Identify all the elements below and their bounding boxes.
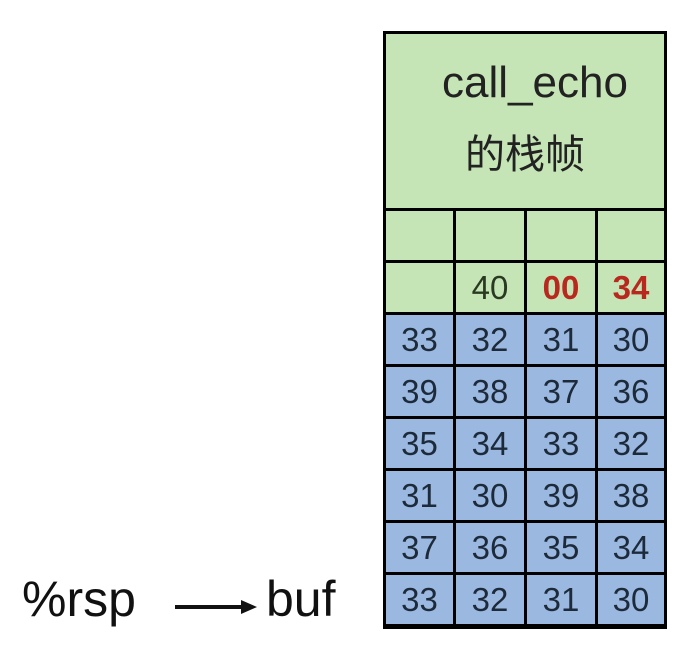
byte-cell: 34 (598, 523, 664, 572)
byte-cell: 37 (527, 367, 595, 416)
byte-cell: 39 (386, 367, 453, 416)
byte-cell: 39 (527, 471, 595, 520)
byte-cell: 32 (456, 315, 524, 364)
call-echo-frame: call_echo 的栈帧 (386, 34, 664, 208)
byte-cell: 30 (456, 471, 524, 520)
byte-cell: 34 (598, 263, 664, 312)
byte-cell (598, 211, 664, 260)
arrow-icon (175, 600, 257, 614)
byte-cell (456, 211, 524, 260)
byte-cell: 31 (386, 471, 453, 520)
buf-label: buf (266, 571, 336, 627)
byte-cell: 32 (456, 575, 524, 624)
byte-cell: 35 (386, 419, 453, 468)
byte-cell: 33 (527, 419, 595, 468)
byte-cell: 33 (386, 315, 453, 364)
byte-cell (386, 263, 453, 312)
byte-cell: 40 (456, 263, 524, 312)
frame-subtitle: 的栈帧 (465, 132, 585, 178)
byte-cell: 30 (598, 575, 664, 624)
byte-cell: 37 (386, 523, 453, 572)
byte-cell: 34 (456, 419, 524, 468)
byte-cell: 00 (527, 263, 595, 312)
byte-cell: 32 (598, 419, 664, 468)
byte-cell: 36 (598, 367, 664, 416)
byte-cell: 36 (456, 523, 524, 572)
byte-cell: 31 (527, 315, 595, 364)
byte-cell (527, 211, 595, 260)
byte-cell (386, 211, 453, 260)
byte-cell: 31 (527, 575, 595, 624)
byte-cell: 33 (386, 575, 453, 624)
rsp-label: %rsp (22, 571, 136, 627)
byte-cell: 30 (598, 315, 664, 364)
frame-title: call_echo (442, 58, 628, 107)
byte-cell: 38 (598, 471, 664, 520)
byte-cell: 38 (456, 367, 524, 416)
byte-cell: 35 (527, 523, 595, 572)
